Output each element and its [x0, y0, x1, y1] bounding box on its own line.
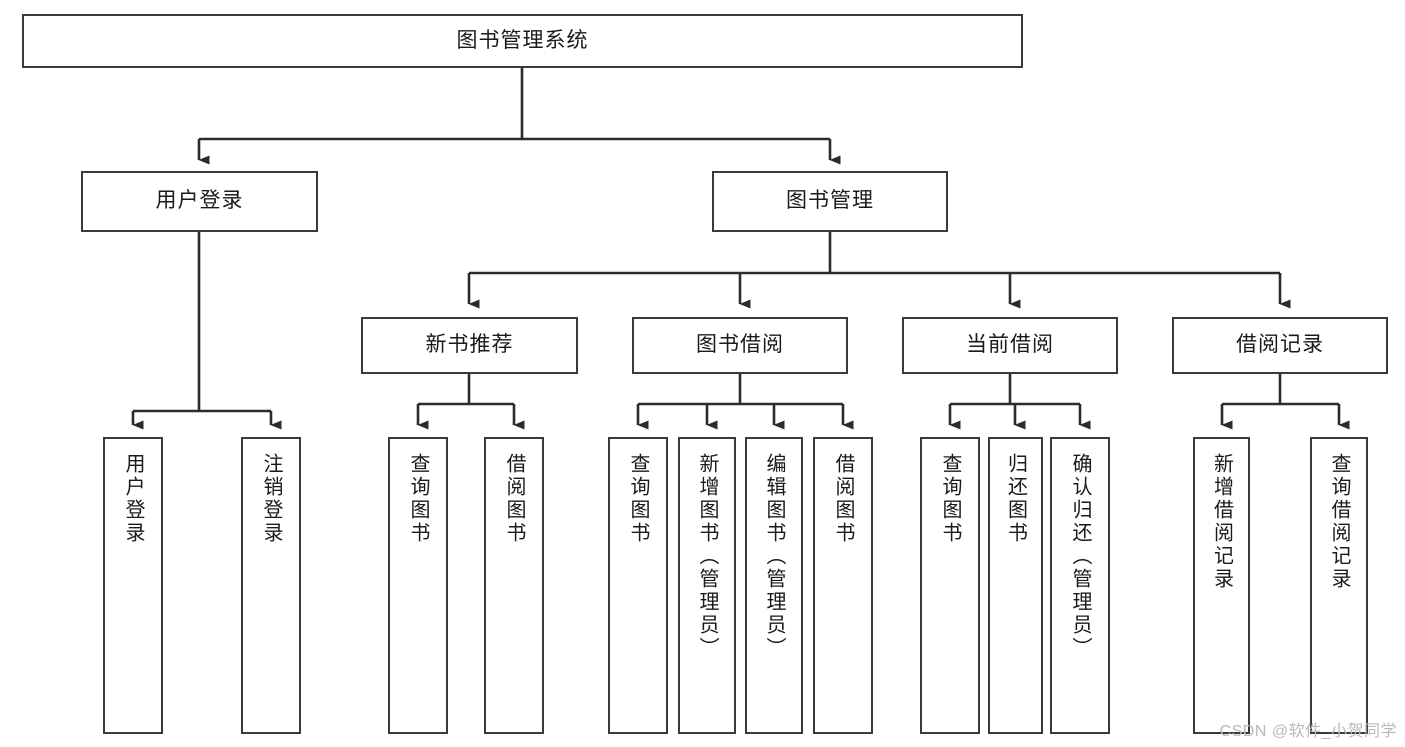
node-label: 用户登录	[122, 453, 144, 545]
node-book-management[interactable]: 图书管理	[712, 171, 948, 232]
node-book-borrow[interactable]: 图书借阅	[632, 317, 848, 374]
node-label: 新书推荐	[425, 333, 514, 357]
node-label: 图书借阅	[696, 333, 784, 357]
node-current-borrow[interactable]: 当前借阅	[902, 317, 1118, 374]
node-user-login[interactable]: 用户登录	[81, 171, 318, 232]
node-label: 新增图书（管理员）	[696, 453, 718, 660]
csdn-watermark: CSDN @软件_小贺同学	[1219, 723, 1397, 740]
leaf-records-query-record[interactable]: 查询借阅记录	[1310, 437, 1368, 734]
node-label: 当前借阅	[966, 333, 1054, 357]
leaf-current-return-book[interactable]: 归还图书	[988, 437, 1043, 734]
leaf-user-login-login[interactable]: 用户登录	[103, 437, 163, 734]
node-label: 查询图书	[939, 453, 961, 545]
node-root-system[interactable]: 图书管理系统	[22, 14, 1023, 68]
leaf-current-confirm-return-admin[interactable]: 确认归还（管理员）	[1050, 437, 1110, 734]
leaf-borrow-query-book[interactable]: 查询图书	[608, 437, 668, 734]
leaf-borrow-edit-book-admin[interactable]: 编辑图书（管理员）	[745, 437, 803, 734]
leaf-borrow-add-book-admin[interactable]: 新增图书（管理员）	[678, 437, 736, 734]
leaf-recommend-borrow-book[interactable]: 借阅图书	[484, 437, 544, 734]
node-label: 借阅记录	[1236, 333, 1324, 357]
node-label: 图书管理	[786, 189, 874, 213]
node-label: 查询图书	[627, 453, 649, 545]
node-borrow-records[interactable]: 借阅记录	[1172, 317, 1388, 374]
node-label: 注销登录	[260, 453, 282, 545]
node-label: 新增借阅记录	[1210, 453, 1233, 591]
node-label: 编辑图书（管理员）	[763, 453, 785, 660]
node-label: 图书管理系统	[456, 28, 589, 52]
node-label: 用户登录	[155, 189, 244, 213]
node-label: 归还图书	[1004, 453, 1027, 545]
node-label: 确认归还（管理员）	[1069, 453, 1091, 660]
node-label: 查询借阅记录	[1328, 453, 1350, 591]
leaf-recommend-query-book[interactable]: 查询图书	[388, 437, 448, 734]
leaf-borrow-borrow-book[interactable]: 借阅图书	[813, 437, 873, 734]
leaf-user-login-logout[interactable]: 注销登录	[241, 437, 301, 734]
node-label: 借阅图书	[832, 453, 854, 545]
leaf-current-query-book[interactable]: 查询图书	[920, 437, 980, 734]
node-label: 借阅图书	[503, 453, 525, 545]
leaf-records-add-record[interactable]: 新增借阅记录	[1193, 437, 1250, 734]
node-new-book-recommend[interactable]: 新书推荐	[361, 317, 578, 374]
node-label: 查询图书	[407, 453, 429, 545]
